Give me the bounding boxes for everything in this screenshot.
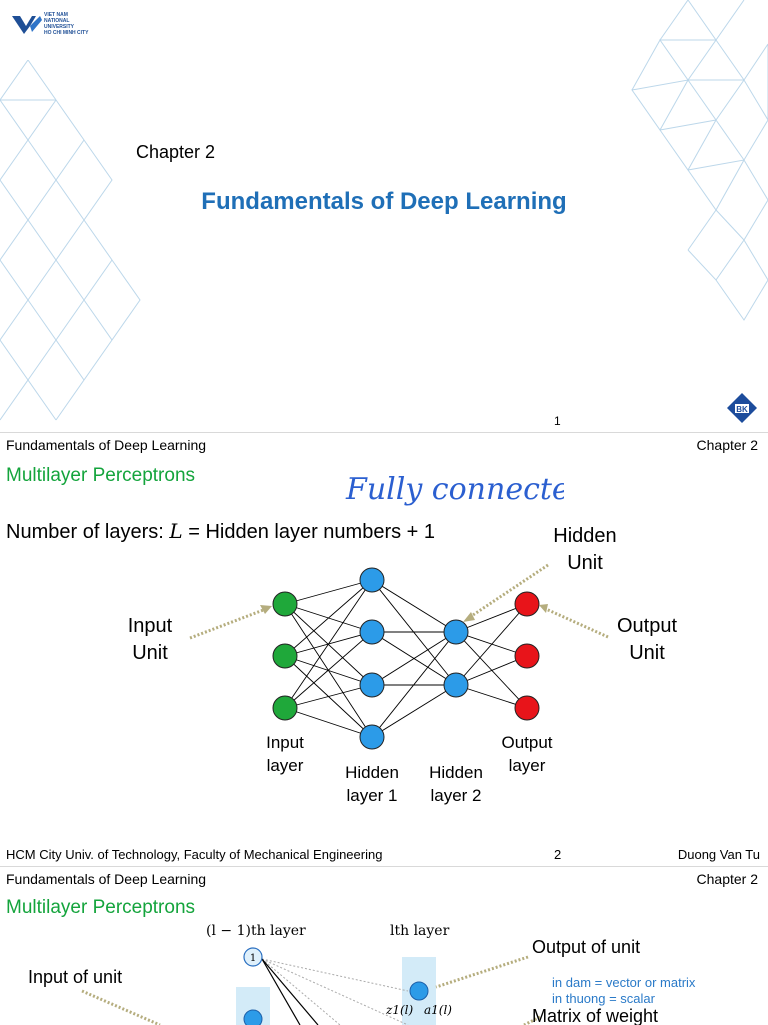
output-unit-arrow [545, 607, 609, 639]
svg-text:Fully connected: Fully connected [345, 472, 564, 507]
layer-detail-diagram: 1 [81, 947, 541, 1025]
hidden1-node [359, 619, 385, 645]
node-circle [243, 1009, 263, 1025]
triangle-pattern-left [0, 60, 141, 421]
layers-formula: Number of layers: L = Hidden layer numbe… [6, 519, 436, 543]
network-diagram [189, 563, 609, 750]
input-node [272, 591, 298, 617]
node-circle [243, 947, 263, 967]
notation-note: in dam = vector or matrix in thuong = sc… [552, 975, 696, 1006]
footer-right: Duong Van Tu [677, 847, 760, 862]
input-of-unit-arrow [81, 989, 161, 1025]
header-right: Chapter 2 [696, 871, 758, 887]
prev-layer-label: (l − 1)th layer [206, 923, 306, 939]
input-unit-arrow [189, 607, 267, 640]
matrix-of-weight-arrow [523, 1015, 541, 1025]
mlp-detail-slide: Fundamentals of Deep Learning Chapter 2 … [0, 866, 768, 1025]
svg-text:BK: BK [736, 405, 748, 414]
hidden2-node [443, 672, 469, 698]
svg-text:1: 1 [250, 953, 256, 964]
header-right: Chapter 2 [696, 437, 758, 453]
network-edges [284, 579, 528, 738]
output-node [514, 591, 540, 617]
z-label: z1(l) [386, 1003, 414, 1017]
slide-title: Fundamentals of Deep Learning [201, 188, 567, 215]
matrix-of-weight-label: Matrix of weight [532, 1006, 659, 1025]
hidden1-node [359, 724, 385, 750]
input-of-unit-label: Input of unit [28, 967, 123, 987]
hidden2-node [443, 619, 469, 645]
a-label: a1(l) [424, 1003, 452, 1017]
page-number: 1 [554, 414, 561, 428]
output-of-unit-label: Output of unit [532, 937, 641, 957]
output-node [514, 695, 540, 721]
title-slide: VIET NAM NATIONAL UNIVERSITY HO CHI MINH… [0, 0, 768, 432]
hidden1-node [359, 567, 385, 593]
output-node [514, 643, 540, 669]
current-layer-label: lth layer [390, 923, 450, 939]
header-left: Fundamentals of Deep Learning [6, 871, 207, 887]
footer-left: HCM City Univ. of Technology, Faculty of… [6, 847, 383, 862]
header-left: Fundamentals of Deep Learning [6, 437, 207, 453]
triangle-pattern-right [631, 0, 768, 321]
input-node [272, 695, 298, 721]
bk-logo-icon: BK [727, 393, 757, 423]
section-title: Multilayer Perceptrons [6, 465, 196, 486]
hidden1-node [359, 672, 385, 698]
handwritten-note: Fully connected [345, 472, 564, 507]
section-title: Multilayer Perceptrons [6, 897, 196, 918]
vnu-logo-text: VIET NAM NATIONAL UNIVERSITY HO CHI MINH… [44, 12, 89, 36]
input-node [272, 643, 298, 669]
page-number: 2 [554, 847, 562, 862]
chapter-label: Chapter 2 [136, 142, 216, 162]
node-circle [409, 981, 429, 1001]
vnu-logo-icon [12, 16, 42, 34]
output-of-unit-arrow [435, 955, 529, 989]
mlp-slide: Fundamentals of Deep Learning Chapter 2 … [0, 432, 768, 866]
